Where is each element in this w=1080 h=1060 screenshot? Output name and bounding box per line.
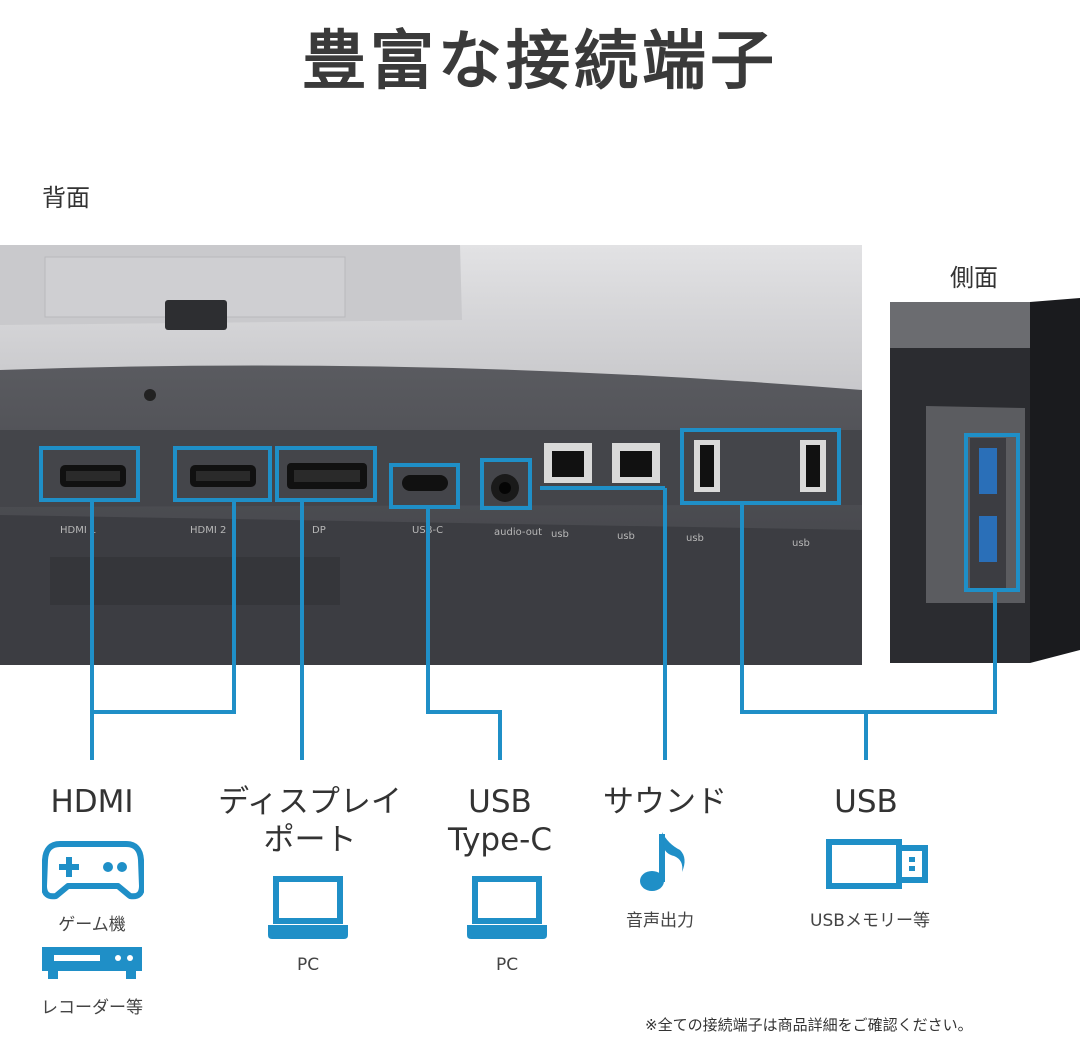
dp-sub-label: PC xyxy=(296,955,320,975)
port-label-usb-1: usb xyxy=(551,529,569,540)
category-displayport-label-line2: ポート xyxy=(263,822,357,858)
gamepad-icon xyxy=(42,840,144,900)
category-usbc-label-line2: Type-C xyxy=(447,822,553,858)
usbc-line xyxy=(426,507,502,760)
category-usbc-label-line1: USB xyxy=(468,784,532,820)
hdmi-line xyxy=(90,500,236,760)
port-label-audio: audio-out xyxy=(494,527,543,538)
port-label-usb-4: usb xyxy=(792,538,810,549)
usb-highlight xyxy=(680,428,841,505)
sound-sub-label: 音声出力 xyxy=(626,911,694,931)
category-sound-label: サウンド xyxy=(603,784,727,820)
port-label-hdmi2: HDMI 2 xyxy=(190,525,227,536)
category-hdmi-label: HDMI xyxy=(50,784,134,820)
usb-stick-icon xyxy=(825,838,929,890)
side-panel-image xyxy=(890,298,1080,668)
footnote: ※全ての接続端子は商品詳細をご確認ください。 xyxy=(645,1016,973,1034)
usb-sub-label: USBメモリー等 xyxy=(810,911,930,931)
category-usb-label: USB xyxy=(834,784,898,820)
recorder-icon xyxy=(40,945,144,981)
usbc-sub-label: PC xyxy=(495,955,519,975)
usbc-highlight xyxy=(389,463,460,509)
hdmi2-highlight xyxy=(173,446,272,502)
side-label: 側面 xyxy=(950,264,998,292)
gamepad-sub-label: ゲーム機 xyxy=(58,915,126,935)
dp-highlight xyxy=(275,446,377,502)
port-label-usb-3: usb xyxy=(686,533,704,544)
hdmi1-highlight xyxy=(39,446,140,502)
audio-highlight xyxy=(480,458,532,510)
usb-line xyxy=(740,503,997,760)
category-displayport-label-line1: ディスプレイ xyxy=(218,784,402,820)
recorder-sub-label: レコーダー等 xyxy=(41,998,143,1018)
sound-line xyxy=(540,486,667,760)
port-label-usb-2: usb xyxy=(617,531,635,542)
port-label-dp: DP xyxy=(312,525,326,536)
port-label-hdmi1: HDMI 1 xyxy=(60,525,97,536)
rear-label: 背面 xyxy=(42,184,90,212)
music-note-icon xyxy=(638,828,688,894)
side-usb-highlight xyxy=(964,433,1020,592)
page-title: 豊富な接続端子 xyxy=(302,25,778,99)
laptop-icon xyxy=(266,875,350,941)
laptop-icon xyxy=(465,875,549,941)
